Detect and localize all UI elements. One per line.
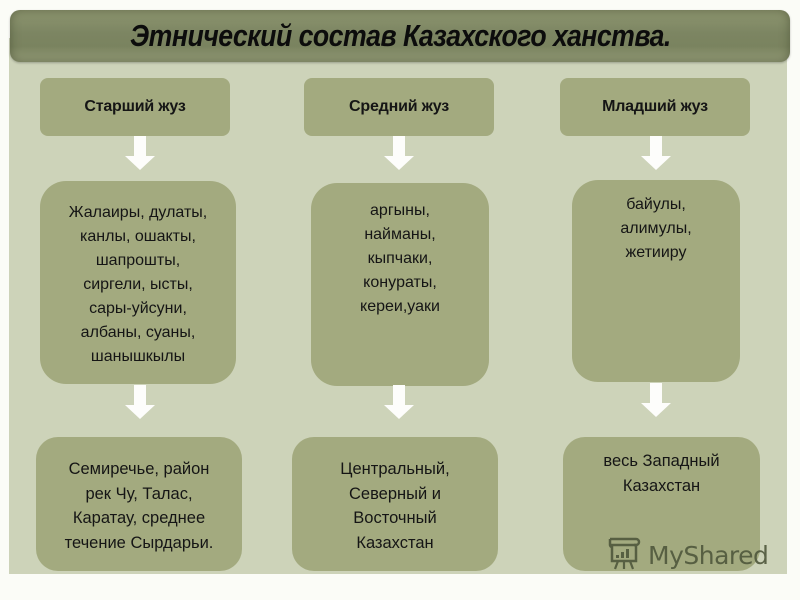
presentation-board-icon xyxy=(606,536,642,575)
territory-line: Казахстан xyxy=(356,533,434,552)
header-label: Старший жуз xyxy=(84,98,186,115)
tribe-line: байулы, xyxy=(626,196,686,213)
arrow-down-icon xyxy=(641,136,671,172)
arrow-down-icon xyxy=(384,136,414,172)
arrow-down-icon xyxy=(125,385,155,421)
tribes-junior-zhuz: байулы, алимулы, жетииру xyxy=(572,180,740,382)
tribe-line: алимулы, xyxy=(620,220,692,237)
page-title: Этнический состав Казахского ханства. xyxy=(129,18,671,53)
arrow-down-icon xyxy=(125,136,155,172)
territory-junior-zhuz: весь Западный Казахстан xyxy=(563,437,760,571)
territory-middle-zhuz: Центральный, Северный и Восточный Казахс… xyxy=(292,437,498,571)
arrow-down-icon xyxy=(384,385,414,421)
watermark-text: MyShared xyxy=(648,540,769,570)
tribes-middle-zhuz: аргыны, найманы, кыпчаки, конyраты, кере… xyxy=(311,183,489,386)
header-senior-zhuz: Старший жуз xyxy=(40,78,230,136)
tribe-line: найманы, xyxy=(364,226,436,243)
header-label: Средний жуз xyxy=(349,98,449,115)
territory-senior-zhuz: Семиречье, район рек Чу, Талас, Каратау,… xyxy=(36,437,242,571)
territory-line: рек Чу, Талас, xyxy=(85,484,193,503)
tribe-line: шанышкылы xyxy=(90,348,186,365)
arrow-down-icon xyxy=(641,383,671,419)
tribe-line: албаны, суаны, xyxy=(80,324,196,341)
territory-line: Центральный, xyxy=(340,460,450,478)
tribes-senior-zhuz: Жалаиры, дулаты, канлы, ошакты, шапрошты… xyxy=(40,181,236,384)
territory-line: Семиречье, район xyxy=(68,460,210,478)
territory-line: Восточный xyxy=(353,509,437,527)
territory-line: Каратау, среднее xyxy=(72,509,206,527)
territory-line: весь Западный xyxy=(603,452,720,470)
title-bar: Этнический состав Казахского ханства. xyxy=(10,10,790,62)
watermark: MyShared xyxy=(606,536,769,575)
tribe-line: шапрошты, xyxy=(95,252,181,269)
territory-line: Северный и xyxy=(348,484,441,503)
territory-line: Казахстан xyxy=(622,476,701,495)
tribe-line: аргыны, xyxy=(370,202,430,219)
header-junior-zhuz: Младший жуз xyxy=(560,78,750,136)
header-label: Младший жуз xyxy=(602,98,708,115)
tribe-line: жетииру xyxy=(625,244,687,261)
tribe-line: сиргели, ысты, xyxy=(83,276,193,293)
tribe-line: Жалаиры, дулаты, xyxy=(68,204,208,221)
tribe-line: конyраты, xyxy=(363,274,437,291)
header-middle-zhuz: Средний жуз xyxy=(304,78,494,136)
territory-line: течение Сырдарьи. xyxy=(64,533,214,552)
tribe-line: кыпчаки, xyxy=(367,250,433,267)
tribe-line: сары-уйсуни, xyxy=(89,300,187,317)
tribe-line: кереи,уаки xyxy=(360,298,440,315)
tribe-line: канлы, ошакты, xyxy=(80,228,196,245)
